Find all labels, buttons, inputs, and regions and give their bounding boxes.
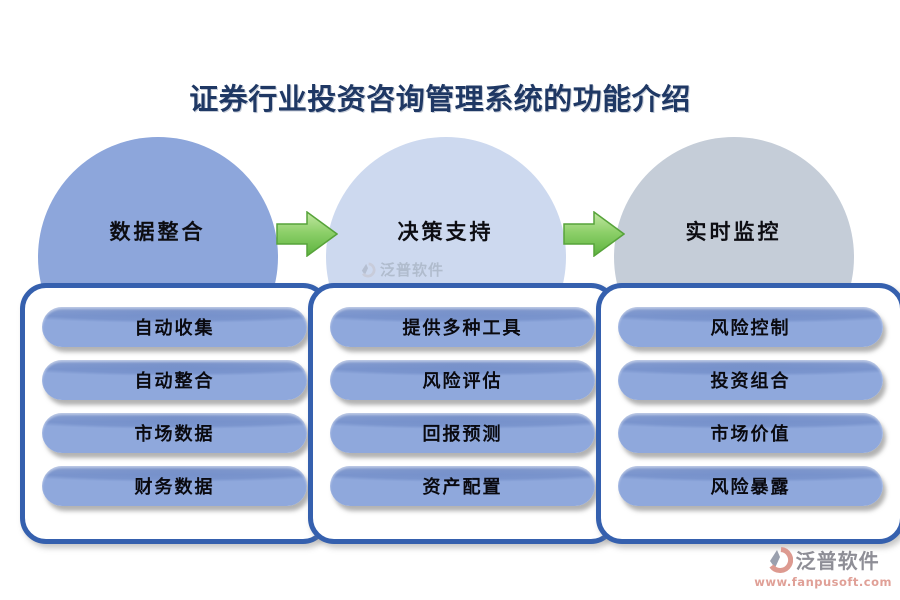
feature-column: 决策支持 提供多种工具 风险评估 回报预测 资产配置 <box>308 137 617 544</box>
brand-footer: 泛普软件 www.fanpusoft.com <box>754 545 892 589</box>
feature-pill-label: 投资组合 <box>710 371 791 392</box>
feature-pill-label: 市场数据 <box>134 424 215 445</box>
arrow-right-icon <box>563 211 625 257</box>
feature-pill: 自动整合 <box>42 360 307 400</box>
stage-circle-label: 实时监控 <box>685 219 782 244</box>
feature-pill-label: 风险暴露 <box>710 477 791 498</box>
feature-pill-label: 资产配置 <box>422 477 503 498</box>
center-watermark: 泛普软件 <box>360 259 444 280</box>
feature-pill: 自动收集 <box>42 307 307 347</box>
feature-pill: 风险评估 <box>330 360 595 400</box>
feature-pill: 资产配置 <box>330 466 595 506</box>
feature-pill: 风险暴露 <box>618 466 883 506</box>
feature-pill: 财务数据 <box>42 466 307 506</box>
feature-pill: 回报预测 <box>330 413 595 453</box>
feature-pill-label: 财务数据 <box>134 477 215 498</box>
feature-column: 数据整合 自动收集 自动整合 市场数据 财务数据 <box>20 137 329 544</box>
brand-name: 泛普软件 <box>795 549 880 573</box>
fanpu-logo-icon <box>361 261 376 277</box>
fanpu-logo-icon <box>769 546 793 573</box>
stage-circle-label: 数据整合 <box>109 219 206 244</box>
feature-pill-label: 风险控制 <box>710 318 791 339</box>
feature-pill-label: 市场价值 <box>710 424 791 445</box>
arrow-right-icon <box>276 211 338 257</box>
feature-pill-label: 风险评估 <box>422 371 503 392</box>
feature-pill: 市场数据 <box>42 413 307 453</box>
feature-pill-label: 自动收集 <box>134 318 215 339</box>
stage-circle-label: 决策支持 <box>397 219 494 244</box>
feature-pill-label: 提供多种工具 <box>402 318 523 339</box>
feature-pill-label: 自动整合 <box>134 371 215 392</box>
feature-panel: 提供多种工具 风险评估 回报预测 资产配置 <box>308 283 617 544</box>
feature-pill: 市场价值 <box>618 413 883 453</box>
feature-panel: 自动收集 自动整合 市场数据 财务数据 <box>20 283 329 544</box>
brand-url: www.fanpusoft.com <box>754 575 892 589</box>
feature-pill: 风险控制 <box>618 307 883 347</box>
feature-pill: 投资组合 <box>618 360 883 400</box>
feature-pill: 提供多种工具 <box>330 307 595 347</box>
feature-panel: 风险控制 投资组合 市场价值 风险暴露 <box>596 283 900 544</box>
page-title: 证券行业投资咨询管理系统的功能介绍 <box>189 82 691 116</box>
feature-pill-label: 回报预测 <box>422 424 503 445</box>
feature-column: 实时监控 风险控制 投资组合 市场价值 风险暴露 <box>596 137 900 544</box>
watermark-text: 泛普软件 <box>380 261 445 279</box>
